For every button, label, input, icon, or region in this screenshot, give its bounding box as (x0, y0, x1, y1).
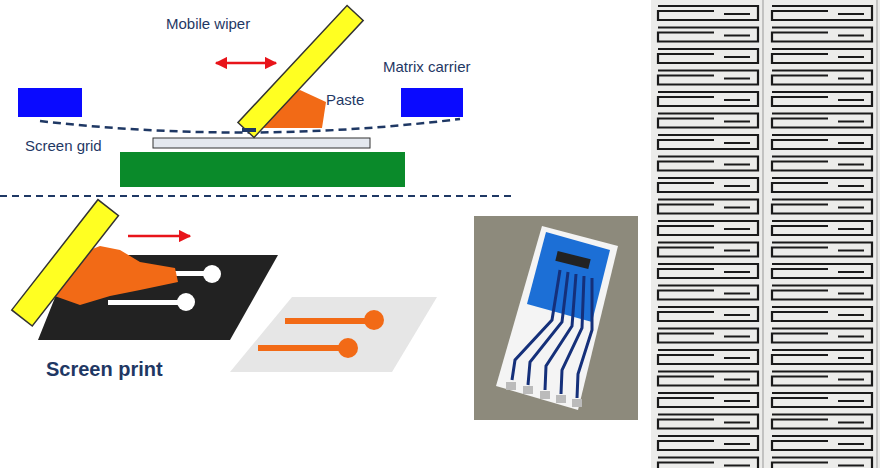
sensor-photo (474, 216, 638, 420)
wiper-blade (12, 200, 119, 326)
meander-trace (658, 372, 758, 386)
meander-trace (772, 200, 872, 214)
substrate (153, 138, 370, 148)
meander-trace (772, 71, 872, 85)
meander-trace (658, 393, 758, 407)
meander-trace (658, 286, 758, 300)
meander-trace (772, 415, 872, 429)
meander-trace (772, 178, 872, 192)
meander-trace (772, 329, 872, 343)
meander-trace (658, 243, 758, 257)
printed-substrate (230, 297, 437, 372)
matrix-carrier-block (18, 88, 82, 117)
meander-trace (772, 135, 872, 149)
meander-trace (658, 436, 758, 450)
meander-trace (772, 264, 872, 278)
meander-trace (658, 415, 758, 429)
meander-trace (772, 458, 872, 468)
matrix-carrier-block (401, 88, 463, 117)
meander-trace (658, 49, 758, 63)
wiper-tip (242, 128, 256, 132)
printed-traces (258, 310, 384, 358)
column-edge (877, 0, 878, 468)
meander-trace (658, 28, 758, 42)
meander-trace (658, 307, 758, 321)
motion-arrow (216, 62, 276, 65)
meander-trace (772, 49, 872, 63)
meander-trace (658, 178, 758, 192)
meander-trace (658, 329, 758, 343)
meander-trace (772, 221, 872, 235)
part-label: Matrix carrier (383, 58, 471, 75)
part-label: Paste (326, 91, 364, 108)
meander-trace (772, 157, 872, 171)
divider-line (0, 195, 512, 197)
meander-trace (658, 92, 758, 106)
meander-trace (658, 71, 758, 85)
meander-trace (772, 350, 872, 364)
meander-trace (772, 243, 872, 257)
meander-trace (658, 114, 758, 128)
meander-trace (658, 264, 758, 278)
print-table (120, 152, 405, 187)
meander-trace (772, 114, 872, 128)
meander-trace (658, 221, 758, 235)
motion-arrow (128, 235, 190, 238)
column-edge (763, 0, 764, 468)
part-label: Mobile wiper (166, 15, 250, 32)
meander-trace (658, 458, 758, 468)
meander-trace (772, 372, 872, 386)
meander-trace (658, 6, 758, 20)
meander-trace (772, 92, 872, 106)
part-label: Screen grid (25, 137, 102, 154)
meander-trace (658, 157, 758, 171)
meander-trace (772, 436, 872, 450)
meander-trace (658, 350, 758, 364)
meander-trace (658, 200, 758, 214)
section-caption: Screen print (46, 358, 163, 381)
meander-trace (658, 135, 758, 149)
meander-trace (772, 28, 872, 42)
meander-trace (772, 307, 872, 321)
meander-trace (772, 286, 872, 300)
printed-meander-photo (651, 0, 880, 468)
wiper-blade (238, 5, 363, 137)
meander-trace (772, 393, 872, 407)
meander-trace (772, 6, 872, 20)
